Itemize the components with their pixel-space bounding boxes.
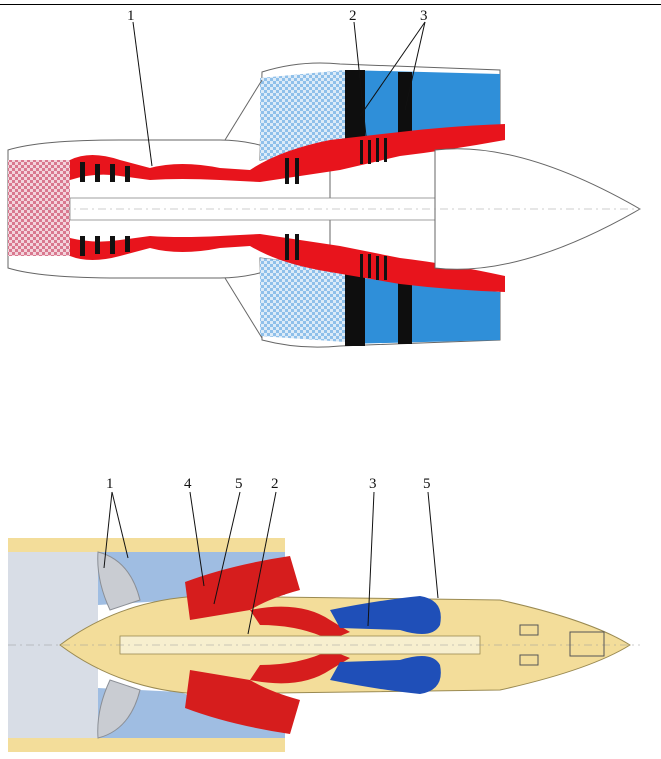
hot-duct-lower (250, 650, 350, 684)
cold-duct-upper (330, 596, 441, 634)
rotor-band-2-lower (398, 274, 412, 344)
hot-flow-lower (70, 234, 505, 292)
accessory-box (569, 631, 605, 657)
bypass-lower (98, 688, 285, 738)
top-rule (0, 4, 661, 5)
hot-section-lower (185, 670, 300, 734)
cold-duct-lower (330, 656, 441, 694)
fan-lower-checkered (260, 258, 345, 342)
callout-5: 5 (235, 476, 243, 492)
fan-blade-lower (97, 679, 141, 739)
leader-3 (367, 491, 375, 627)
fan-blade-upper (97, 551, 141, 611)
fan-upper-checkered (260, 70, 345, 160)
callout-2: 2 (271, 476, 279, 492)
leader-5b (427, 491, 439, 599)
bypass-upper (345, 70, 500, 140)
top-engine-diagram: 1 2 3 (7, 8, 642, 348)
leader-5a (213, 491, 241, 605)
hot-section-upper (185, 556, 300, 620)
pylon-lower (224, 277, 263, 339)
leader-1 (132, 21, 153, 167)
hot-flow-upper (70, 124, 505, 182)
stage-ticks-lower (80, 234, 387, 280)
rotor-band-1-upper (345, 70, 365, 150)
bypass-upper (98, 552, 285, 605)
callout-3: 3 (420, 8, 428, 24)
leader-2 (353, 21, 367, 137)
leader-1a (103, 491, 113, 569)
callout-3: 3 (369, 476, 377, 492)
callout-2: 2 (349, 8, 357, 24)
pylon-upper (224, 79, 263, 141)
leader-1b (111, 491, 129, 559)
callout-1: 1 (127, 8, 135, 24)
nacelle-upper (8, 538, 285, 552)
leader-4 (189, 491, 205, 587)
accessory-small-1 (519, 624, 539, 636)
nacelle-lower (8, 738, 285, 752)
leader-3a (359, 21, 426, 117)
bypass-lower (345, 276, 500, 344)
accessory-small-2 (519, 654, 539, 666)
rotor-band-1-lower (345, 268, 365, 346)
callout-5b: 5 (423, 476, 431, 492)
leader-3b (404, 21, 426, 111)
callout-4: 4 (184, 476, 192, 492)
leader-2 (247, 491, 277, 635)
stage-ticks-upper (80, 138, 387, 184)
callout-1: 1 (106, 476, 114, 492)
hot-duct-upper (250, 606, 350, 640)
inlet-region (8, 160, 70, 256)
